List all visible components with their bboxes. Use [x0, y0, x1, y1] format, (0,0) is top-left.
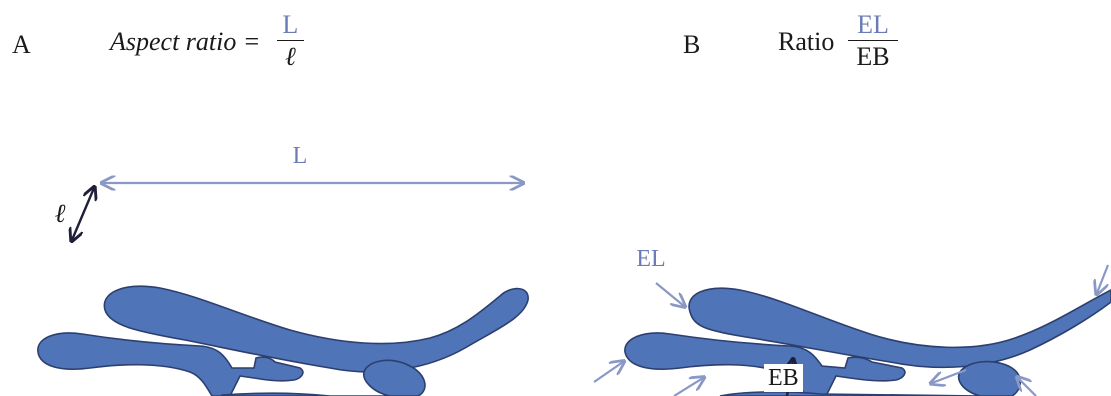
el-label: EL — [636, 246, 665, 272]
el-arrow — [656, 283, 684, 306]
end-arrow-bottom-right — [1018, 378, 1036, 396]
end-arrow-top-right — [1097, 265, 1108, 293]
width-arrow — [72, 188, 94, 240]
width-label: ℓ — [55, 199, 66, 228]
end-arrow-left-lower — [674, 378, 703, 396]
eb-label: EB — [764, 364, 803, 392]
panel-a-organelle-network — [38, 286, 528, 396]
panel-b-organelle-network — [625, 288, 1111, 396]
length-label: L — [293, 143, 308, 169]
end-arrow-left-upper — [594, 362, 623, 382]
